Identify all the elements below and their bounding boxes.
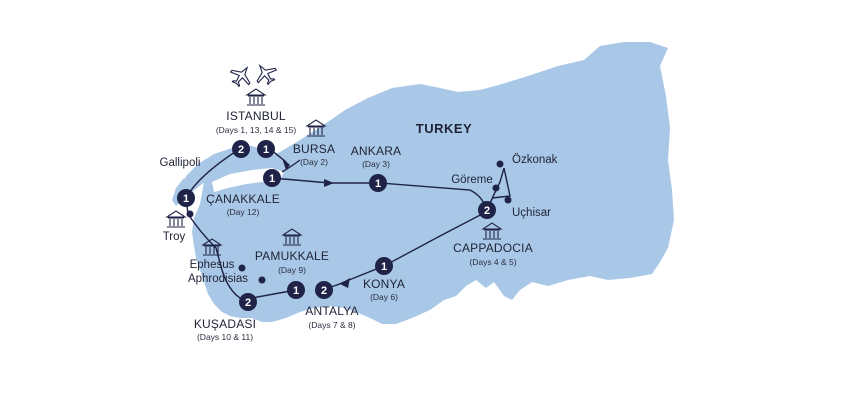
marker-antalya-west: 1: [287, 281, 305, 299]
city-label-konya: KONYA: [362, 277, 406, 291]
night-markers: 2 1 1 1 2 1 2 1 2 1: [177, 140, 496, 311]
site-label-ephesus: Ephesus: [189, 259, 235, 271]
marker-ankara: 1: [369, 174, 387, 192]
site-label-uchisar: Uçhisar: [512, 207, 551, 219]
svg-text:1: 1: [269, 173, 275, 185]
airplane-icon: [229, 65, 251, 88]
site-label-ozkonak: Özkonak: [512, 154, 558, 166]
site-label-goreme: Göreme: [451, 174, 493, 186]
building-icon: [305, 119, 327, 137]
building-icon: [245, 88, 267, 106]
city-label-canakkale: ÇANAKKALE: [206, 192, 280, 206]
land-thrace: [178, 146, 270, 204]
city-days-bursa: (Day 2): [300, 157, 328, 167]
site-dots: [186, 160, 512, 284]
city-label-ankara: ANKARA: [350, 144, 402, 158]
city-label-bursa: BURSA: [292, 142, 336, 156]
building-icon: [165, 210, 187, 228]
city-days-canakkale: (Day 12): [226, 207, 260, 217]
marker-istanbul-2: 2: [232, 140, 250, 158]
svg-text:2: 2: [484, 205, 490, 217]
city-days-konya: (Day 6): [370, 292, 398, 302]
svg-text:2: 2: [245, 297, 251, 309]
marker-canakkale: 1: [177, 189, 195, 207]
city-days-kusadasi: (Days 10 & 11): [196, 332, 254, 342]
marker-kusadasi: 2: [239, 293, 257, 311]
marker-antalya: 2: [315, 281, 333, 299]
svg-text:2: 2: [238, 144, 244, 156]
city-days-antalya: (Days 7 & 8): [308, 320, 356, 330]
city-days-ankara: (Day 3): [362, 159, 390, 169]
svg-text:1: 1: [293, 285, 299, 297]
city-days-cappadocia: (Days 4 & 5): [469, 257, 517, 267]
country-label: TURKEY: [415, 121, 473, 136]
city-label-antalya: ANTALYA: [305, 304, 359, 318]
building-icon: [281, 228, 303, 246]
svg-text:2: 2: [321, 285, 327, 297]
city-label-cappadocia: CAPPADOCIA: [453, 241, 533, 255]
site-label-gallipoli: Gallipoli: [159, 157, 201, 169]
site-label-aphrodisias: Aphrodisias: [187, 273, 249, 285]
city-label-kusadasi: KUŞADASI: [193, 317, 257, 331]
svg-text:1: 1: [381, 261, 387, 273]
city-label-istanbul: ISTANBUL: [226, 109, 286, 123]
route-arrows: [282, 158, 350, 288]
marker-konya: 1: [375, 257, 393, 275]
marker-istanbul-1: 1: [257, 140, 275, 158]
city-days-pamukkale: (Day 9): [278, 265, 306, 275]
marker-cappadocia: 2: [478, 201, 496, 219]
svg-text:1: 1: [375, 178, 381, 190]
svg-text:1: 1: [263, 144, 269, 156]
marker-bursa: 1: [263, 169, 281, 187]
building-icon: [481, 222, 503, 240]
city-days-istanbul: (Days 1, 13, 14 & 15): [215, 125, 297, 135]
land-anatolia: [192, 42, 674, 324]
svg-text:1: 1: [183, 193, 189, 205]
building-icon: [201, 238, 223, 256]
airplane-icon: [256, 63, 278, 86]
city-label-pamukkale: PAMUKKALE: [254, 249, 330, 263]
site-label-troy: Troy: [162, 231, 186, 243]
